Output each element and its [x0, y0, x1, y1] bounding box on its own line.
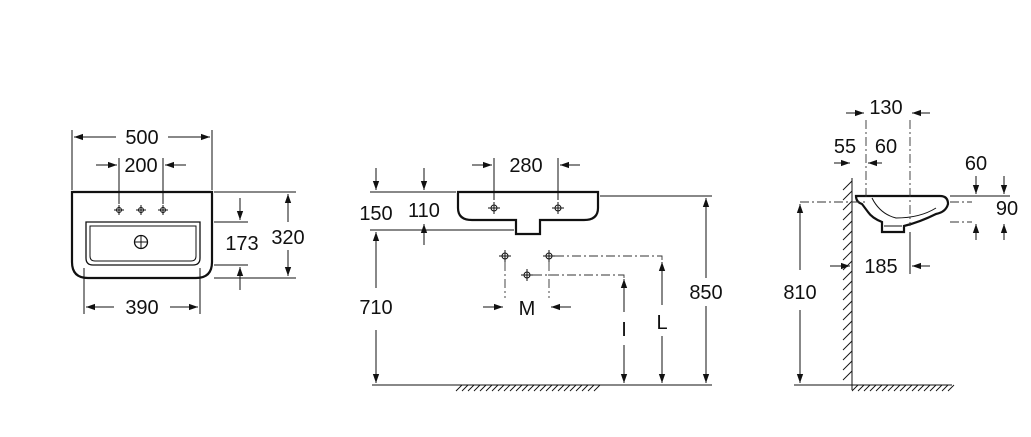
dim-130: 130: [869, 97, 902, 119]
drain-icon: [133, 234, 149, 250]
dim-i: I: [621, 319, 627, 341]
floor-hatch-side: [851, 384, 955, 392]
basin-inner-side: [871, 197, 937, 219]
dim-320: 320: [271, 227, 304, 249]
dim-m: M: [519, 298, 536, 320]
dim-110: 110: [408, 200, 440, 222]
front-view: 280 150 110 710 M: [359, 155, 723, 392]
wall-hatch: [842, 180, 853, 381]
dim-280: 280: [509, 155, 542, 177]
dim-200: 200: [124, 155, 157, 177]
dim-390: 390: [125, 297, 158, 319]
dim-173: 173: [225, 233, 258, 255]
dim-60-top: 60: [875, 136, 897, 158]
dim-710: 710: [359, 297, 392, 319]
dim-850: 850: [689, 282, 722, 304]
dim-l: L: [656, 312, 667, 334]
supply-fittings: [499, 250, 663, 298]
tap-holes-front: [488, 202, 564, 214]
basin-bowl-inner: [89, 225, 197, 262]
top-view: 500 200 390 173 320: [70, 127, 305, 319]
dim-55: 55: [834, 136, 856, 158]
dim-90: 90: [996, 198, 1018, 220]
basin-outline-front: [456, 190, 600, 236]
floor-hatch-front: [455, 384, 601, 392]
dim-150: 150: [359, 203, 392, 225]
tap-holes-top: [114, 205, 168, 215]
basin-bowl-top: [85, 221, 201, 266]
dim-185: 185: [864, 256, 897, 278]
side-view: 130 55 60 60 90 185 810: [783, 97, 1018, 392]
dim-810: 810: [783, 282, 816, 304]
basin-outline-side: [854, 194, 950, 234]
basin-outline-top: [70, 190, 214, 280]
dim-500: 500: [125, 127, 158, 149]
dim-60-right: 60: [965, 153, 987, 175]
